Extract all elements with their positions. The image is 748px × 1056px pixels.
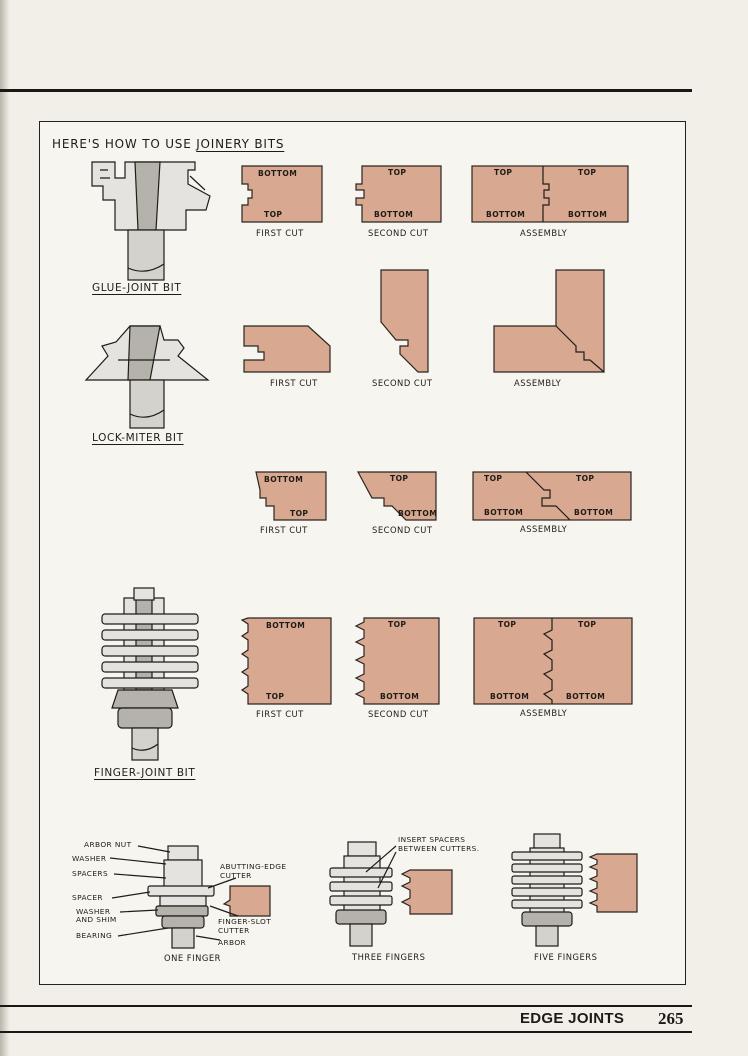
- five-fingers-board: [588, 853, 638, 913]
- lock-first-cut-board: [243, 325, 331, 373]
- label-abutting-1: ABUTTING-EDGE: [220, 862, 287, 871]
- lock-miter-bit-label: LOCK-MITER BIT: [92, 432, 184, 444]
- glue-assembly-caption: ASSEMBLY: [520, 228, 568, 238]
- five-fingers-bit-icon: [511, 833, 583, 947]
- one-finger-bit-icon: [147, 845, 215, 949]
- glue-first-caption: FIRST CUT: [256, 228, 304, 238]
- page-heading: HERE'S HOW TO USE JOINERY BITS: [52, 137, 284, 151]
- one-finger-caption: ONE FINGER: [164, 953, 221, 963]
- glue-assembly-board: [471, 165, 629, 223]
- three-fingers-caption: THREE FINGERS: [352, 952, 426, 962]
- label-arbor-nut: ARBOR NUT: [84, 840, 132, 849]
- lock2-assembly-bottom-right: BOTTOM: [574, 508, 614, 517]
- lock2-assembly-top-left: TOP: [484, 474, 503, 483]
- page-number: 265: [658, 1009, 684, 1028]
- three-fingers-board: [400, 869, 453, 915]
- label-slot-2: CUTTER: [218, 926, 250, 935]
- label-washer-shim-2: AND SHIM: [76, 915, 117, 924]
- lock-first-caption: FIRST CUT: [270, 378, 318, 388]
- lock2-second-bottom-label: BOTTOM: [398, 509, 438, 518]
- glue-joint-bit-label: GLUE-JOINT BIT: [92, 282, 182, 294]
- finger-joint-bit-label: FINGER-JOINT BIT: [94, 767, 196, 779]
- lock2-second-cut-board: [356, 471, 437, 521]
- one-finger-leaders: [109, 845, 239, 941]
- label-slot-1: FINGER-SLOT: [218, 917, 272, 926]
- finger-assembly-bottom-left: BOTTOM: [490, 692, 530, 701]
- finger-first-cut-board: [240, 617, 332, 705]
- finger-assembly-board: [473, 617, 633, 705]
- lock2-first-cut-board: [255, 471, 327, 521]
- glue-assembly-bottom-left: BOTTOM: [486, 210, 526, 219]
- lock-assembly-board: [493, 269, 605, 373]
- page-binding-shadow: [0, 0, 10, 1056]
- lock-second-caption: SECOND CUT: [372, 378, 433, 388]
- finger-second-caption: SECOND CUT: [368, 709, 429, 719]
- lock2-first-bottom-label: TOP: [290, 509, 309, 518]
- glue-assembly-top-right: TOP: [578, 168, 597, 177]
- lock2-assembly-top-right: TOP: [576, 474, 595, 483]
- header-rule: [0, 89, 692, 92]
- lock2-assembly-caption: ASSEMBLY: [520, 524, 568, 534]
- finger-first-top-label: BOTTOM: [266, 621, 306, 630]
- lock2-first-caption: FIRST CUT: [260, 525, 308, 535]
- lock2-second-top-label: TOP: [390, 474, 409, 483]
- label-spacers: SPACERS: [72, 869, 109, 878]
- glue-first-top-label: BOTTOM: [258, 169, 298, 178]
- glue-assembly-top-left: TOP: [494, 168, 513, 177]
- finger-first-bottom-label: TOP: [266, 692, 285, 701]
- glue-second-cut-board: [355, 165, 442, 223]
- label-bearing: BEARING: [76, 931, 113, 940]
- glue-second-bottom-label: BOTTOM: [374, 210, 414, 219]
- five-fingers-caption: FIVE FINGERS: [534, 952, 598, 962]
- finger-second-top-label: TOP: [388, 620, 407, 629]
- glue-joint-bit-icon: [91, 161, 211, 281]
- finger-assembly-bottom-right: BOTTOM: [566, 692, 606, 701]
- glue-assembly-bottom-right: BOTTOM: [568, 210, 608, 219]
- three-fingers-leaders: [365, 845, 397, 889]
- three-note-2: BETWEEN CUTTERS.: [398, 844, 480, 853]
- one-finger-board: [222, 885, 271, 917]
- lock-miter-bit-icon: [84, 325, 210, 429]
- lock2-second-caption: SECOND CUT: [372, 525, 433, 535]
- glue-second-caption: SECOND CUT: [368, 228, 429, 238]
- label-washer-shim-1: WASHER: [76, 907, 111, 916]
- heading-prefix: HERE'S HOW TO USE: [52, 137, 197, 151]
- glue-second-top-label: TOP: [388, 168, 407, 177]
- label-spacer: SPACER: [72, 893, 103, 902]
- lock2-assembly-board: [472, 471, 632, 521]
- finger-assembly-caption: ASSEMBLY: [520, 708, 568, 718]
- finger-first-caption: FIRST CUT: [256, 709, 304, 719]
- three-note-1: INSERT SPACERS: [398, 835, 466, 844]
- footer-section-title: EDGE JOINTS: [520, 1010, 625, 1027]
- footer-rule-top: [0, 1005, 692, 1007]
- heading-link: JOINERY BITS: [196, 137, 285, 151]
- finger-joint-bit-icon: [101, 587, 199, 761]
- glue-first-cut-board: [241, 165, 323, 223]
- finger-assembly-top-right: TOP: [578, 620, 597, 629]
- label-abutting-2: CUTTER: [220, 871, 252, 880]
- label-arbor: ARBOR: [218, 938, 247, 947]
- lock2-assembly-bottom-left: BOTTOM: [484, 508, 524, 517]
- finger-second-bottom-label: BOTTOM: [380, 692, 420, 701]
- finger-assembly-top-left: TOP: [498, 620, 517, 629]
- lock-second-cut-board: [380, 269, 429, 373]
- lock-assembly-caption: ASSEMBLY: [514, 378, 562, 388]
- label-washer: WASHER: [72, 854, 107, 863]
- glue-first-bottom-label: TOP: [264, 210, 283, 219]
- footer-rule-bottom: [0, 1031, 692, 1033]
- lock2-first-top-label: BOTTOM: [264, 475, 304, 484]
- finger-second-cut-board: [354, 617, 440, 705]
